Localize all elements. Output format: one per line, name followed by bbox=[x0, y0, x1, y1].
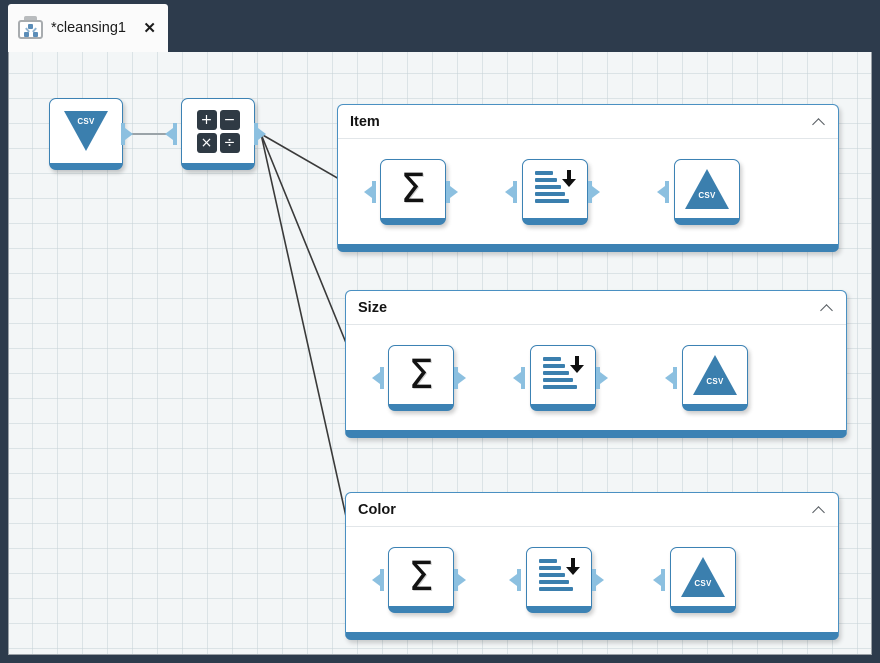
csv-reader-icon: CSV bbox=[64, 111, 108, 151]
title-bar: *cleansing1 ✕ bbox=[0, 0, 880, 52]
group-item-title: Item bbox=[350, 113, 380, 130]
sort-descending-icon bbox=[537, 557, 581, 597]
group-color-header: Color bbox=[346, 493, 838, 527]
port-size-csv-writer-input[interactable] bbox=[664, 367, 677, 389]
node-item-sort[interactable] bbox=[522, 159, 588, 225]
aggregate-icon: Σ bbox=[400, 166, 426, 212]
port-color-aggregate-output[interactable] bbox=[454, 569, 467, 591]
tab-label: *cleansing1 bbox=[51, 20, 126, 36]
calc-key-minus: − bbox=[219, 109, 240, 130]
port-color-sort-output[interactable] bbox=[592, 569, 605, 591]
port-calculator-input[interactable] bbox=[164, 123, 177, 145]
port-item-aggregate-input[interactable] bbox=[363, 181, 376, 203]
node-color-csv-writer[interactable]: CSV bbox=[670, 547, 736, 613]
node-calculator[interactable]: + − × ÷ bbox=[181, 98, 255, 170]
chevron-up-icon[interactable] bbox=[812, 503, 826, 517]
csv-writer-label: CSV bbox=[698, 191, 716, 200]
node-color-aggregate[interactable]: Σ bbox=[388, 547, 454, 613]
node-size-csv-writer[interactable]: CSV bbox=[682, 345, 748, 411]
sort-descending-icon bbox=[533, 169, 577, 209]
group-size[interactable]: Size Σ bbox=[345, 290, 847, 438]
port-color-aggregate-input[interactable] bbox=[371, 569, 384, 591]
port-item-csv-writer-input[interactable] bbox=[656, 181, 669, 203]
node-size-sort[interactable] bbox=[530, 345, 596, 411]
node-item-csv-writer[interactable]: CSV bbox=[674, 159, 740, 225]
group-item[interactable]: Item Σ bbox=[337, 104, 839, 252]
calc-key-plus: + bbox=[196, 109, 217, 130]
tab-cleansing1[interactable]: *cleansing1 ✕ bbox=[8, 4, 168, 52]
csv-writer-icon: CSV bbox=[693, 355, 737, 395]
port-size-aggregate-input[interactable] bbox=[371, 367, 384, 389]
port-color-csv-writer-input[interactable] bbox=[652, 569, 665, 591]
chevron-up-icon[interactable] bbox=[812, 115, 826, 129]
workflow-document-icon bbox=[18, 16, 44, 40]
group-color[interactable]: Color Σ bbox=[345, 492, 839, 640]
port-item-aggregate-output[interactable] bbox=[446, 181, 459, 203]
port-size-aggregate-output[interactable] bbox=[454, 367, 467, 389]
calculator-icon: + − × ÷ bbox=[196, 109, 240, 153]
aggregate-icon: Σ bbox=[408, 352, 434, 398]
csv-writer-icon: CSV bbox=[681, 557, 725, 597]
port-csv-reader-output[interactable] bbox=[121, 123, 134, 145]
port-item-sort-input[interactable] bbox=[504, 181, 517, 203]
port-calculator-output[interactable] bbox=[254, 123, 267, 145]
node-size-aggregate[interactable]: Σ bbox=[388, 345, 454, 411]
group-color-body: Σ bbox=[346, 527, 838, 632]
group-size-title: Size bbox=[358, 299, 388, 316]
csv-writer-label: CSV bbox=[706, 377, 724, 386]
csv-writer-icon: CSV bbox=[685, 169, 729, 209]
node-item-aggregate[interactable]: Σ bbox=[380, 159, 446, 225]
close-icon[interactable]: ✕ bbox=[143, 19, 156, 37]
port-item-sort-output[interactable] bbox=[588, 181, 601, 203]
group-size-header: Size bbox=[346, 291, 846, 325]
group-color-title: Color bbox=[358, 501, 396, 518]
group-item-header: Item bbox=[338, 105, 838, 139]
node-csv-reader[interactable]: CSV bbox=[49, 98, 123, 170]
aggregate-icon: Σ bbox=[408, 554, 434, 600]
csv-reader-label: CSV bbox=[77, 117, 95, 126]
calc-key-divide: ÷ bbox=[219, 132, 240, 153]
workflow-canvas[interactable]: CSV + − × ÷ bbox=[8, 52, 872, 655]
group-size-body: Σ bbox=[346, 325, 846, 430]
node-color-sort[interactable] bbox=[526, 547, 592, 613]
port-color-sort-input[interactable] bbox=[508, 569, 521, 591]
group-item-body: Σ bbox=[338, 139, 838, 244]
chevron-up-icon[interactable] bbox=[820, 301, 834, 315]
port-size-sort-input[interactable] bbox=[512, 367, 525, 389]
calc-key-multiply: × bbox=[196, 132, 217, 153]
csv-writer-label: CSV bbox=[694, 579, 712, 588]
sort-descending-icon bbox=[541, 355, 585, 395]
port-size-sort-output[interactable] bbox=[596, 367, 609, 389]
